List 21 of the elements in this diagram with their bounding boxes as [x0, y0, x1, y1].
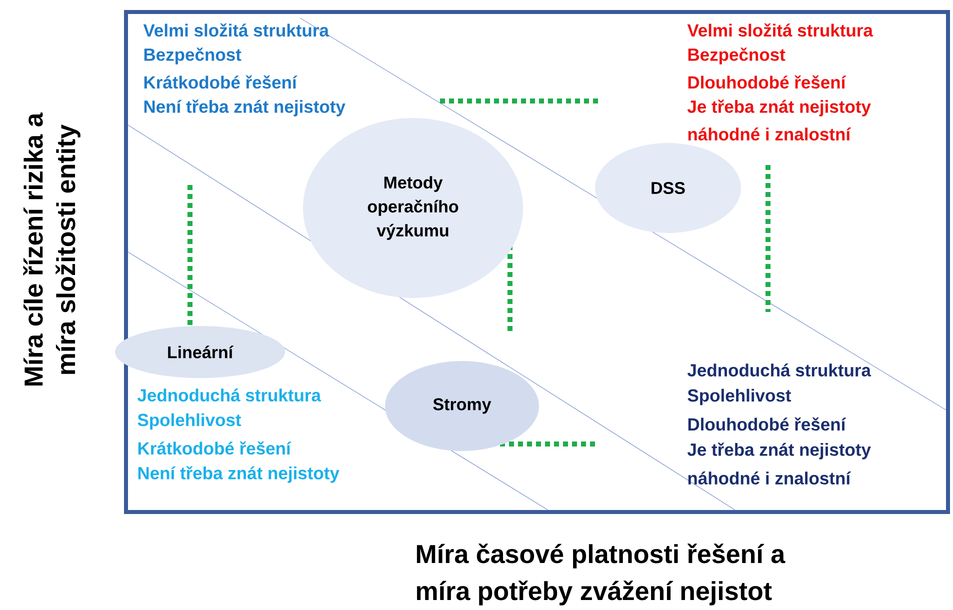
quadrant-note: Je třeba znát nejistoty	[687, 100, 871, 116]
quadrant-note: Bezpečnost	[688, 48, 786, 64]
quadrant-note: Velmi složitá struktura	[687, 23, 874, 37]
quadrant-note: Spolehlivost	[688, 388, 792, 406]
quadrant-note: Krátkodobé řešení	[138, 441, 292, 455]
quadrant-note: Velmi složitá struktura	[143, 23, 330, 37]
quadrant-note: náhodné i znalostní	[688, 472, 851, 484]
quadrant-note: Dlouhodobé řešení	[688, 417, 846, 431]
axis-title: míra složitosti entity	[56, 124, 80, 374]
quadrant-note: Krátkodobé řešení	[144, 75, 298, 89]
quadrant-note: Je třeba znát nejistoty	[687, 442, 871, 460]
quadrant-note: Spolehlivost	[138, 413, 242, 430]
axis-title: míra potřeby zvážení nejistot	[416, 580, 772, 606]
quadrant-note: Jednoduchá struktura	[687, 364, 872, 376]
axis-title: Míra časové platnosti řešení a	[416, 544, 786, 568]
quadrant-note: náhodné i znalostní	[688, 128, 851, 140]
axis-title: Míra cíle řízení rizika a	[23, 112, 43, 386]
quadrant-note: Není třeba znát nejistoty	[144, 100, 346, 116]
quadrant-note: Není třeba znát nejistoty	[138, 466, 340, 483]
quadrant-note: Dlouhodobé řešení	[688, 75, 846, 89]
quadrant-note: Bezpečnost	[144, 48, 242, 64]
